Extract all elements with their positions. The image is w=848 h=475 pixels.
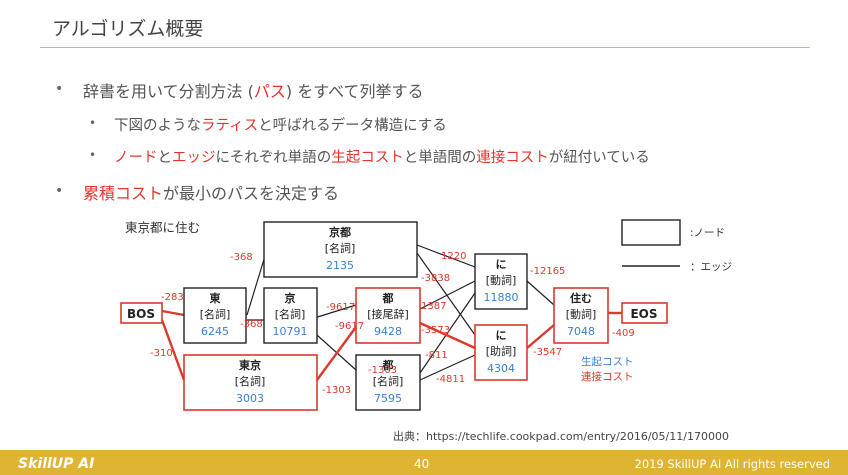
legend-occur-cost: 生起コスト [581,355,634,368]
edge-cost: -12165 [530,266,565,277]
node-to-suffix-cost: 9428 [374,325,402,338]
node-ni-particle-box [474,324,528,381]
edge-bos-higashi [161,309,185,317]
edges-best-path [160,309,622,381]
edge-ni-particle-sumu [526,324,555,349]
node-ni-particle-cost: 4304 [487,362,515,375]
node-sumu-pos: [動詞] [566,307,597,321]
node-to-noun-pos: [名詞] [373,374,404,388]
node-kyoto-pos: [名詞] [325,241,356,255]
node-bos-label: BOS [127,307,155,321]
node-kyo-box [263,287,318,344]
edge-cost: -811 [425,350,448,361]
sentence-label: 東京都に住む [125,220,200,235]
node-ni-verb-cost: 11880 [484,291,519,304]
node-ni-verb-pos: [動詞] [486,273,517,287]
edge-cost: -1303 [322,385,351,396]
node-to-suffix-pos: [接尾辞] [367,307,409,321]
legend-node-label: :ノード [690,227,725,239]
edge-kyoto-ni-verb [416,244,476,268]
edge-cost: -9617 [335,321,364,332]
node-higashi-cost: 6245 [201,325,229,338]
bullet-1: 辞書を用いて分割方法 (パス) をすべて列挙する [83,82,424,101]
bullet-dot: • [55,183,64,199]
edge-cost: -3547 [533,347,562,358]
edge-cost: -3838 [421,273,450,284]
edge-cost: -1303 [368,365,397,376]
node-sumu-box [553,287,609,344]
bullet-dot: • [89,148,97,162]
node-to-suffix-box [355,287,421,344]
edge-cost: -9617 [326,302,355,313]
bullet-3: ノードとエッジにそれぞれ単語の生起コストと単語間の連接コストが紐付いている [114,150,650,166]
edge-to-noun-ni-verb [419,292,476,374]
bullet-2: 下図のようなラティスと呼ばれるデータ構造にする [114,118,447,134]
edge-cost: -409 [612,328,635,339]
node-sumu-word: 住む [570,291,592,305]
brand-logo: SkillUP AI [18,456,95,472]
node-higashi-word: 東 [210,291,222,305]
copyright: 2019 SkillUP AI All rights reserved [634,457,831,471]
page-number: 40 [414,457,430,471]
footer-bar [0,450,848,475]
node-ni-verb-word: に [496,258,507,271]
edge-cost: 1220 [441,251,466,262]
node-tokyo-box [183,354,318,411]
legend-edge-label: ：エッジ [690,261,732,273]
edge-cost: 1387 [421,301,446,312]
lattice-diagram: 東京都に住む BOS [120,219,732,411]
bullet-dot: • [89,116,97,130]
edge-ni-verb-sumu [526,280,555,306]
node-to-suffix-word: 都 [382,291,394,305]
edge-tokyo-to [316,326,357,381]
edge-cost: -283 [161,292,184,303]
node-ni-particle-word: に [496,329,507,342]
node-to-noun-word: 都 [382,358,394,372]
edge-cost: -4811 [436,374,465,385]
node-to-noun-box [355,354,421,411]
node-kyoto-cost: 2135 [326,259,354,272]
bullet-dot: • [55,81,64,97]
node-kyo-pos: [名詞] [275,307,306,321]
bullet-4: 累積コストが最小のパスを決定する [83,184,340,203]
edge-to-ni-verb [419,280,476,310]
node-higashi-box [183,287,247,344]
edge-cost: -310 [150,348,173,359]
edge-to-ni-particle [419,321,476,350]
node-kyoto-box [263,221,418,278]
node-eos-box [621,302,668,324]
node-bos-box [120,302,163,324]
node-eos-label: EOS [630,307,657,321]
edge-cost: -3573 [421,325,450,336]
node-ni-particle-pos: [助詞] [486,344,517,358]
edge-cost: -368 [230,252,253,263]
legend-connect-cost: 連接コスト [581,370,634,383]
edge-cost: -368 [240,319,263,330]
node-ni-verb-box [474,253,528,310]
node-tokyo-cost: 3003 [236,392,264,405]
node-kyoto-word: 京都 [329,225,351,239]
slide-title: アルゴリズム概要 [52,18,204,40]
node-tokyo-word: 東京 [239,358,261,372]
node-kyo-cost: 10791 [273,325,308,338]
node-to-noun-cost: 7595 [374,392,402,405]
source-citation: 出典：https://techlife.cookpad.com/entry/20… [393,430,729,443]
node-higashi-pos: [名詞] [200,307,231,321]
title-divider [40,47,810,48]
node-kyo-word: 京 [285,291,296,305]
edge-to-noun-ni-particle [419,354,476,381]
legend-node-box [621,219,681,246]
edge-bos-tokyo [160,319,186,381]
edge-higashi-kyoto [246,255,266,316]
edge-kyoto-ni-particle [416,252,476,336]
node-tokyo-pos: [名詞] [235,374,266,388]
node-sumu-cost: 7048 [567,325,595,338]
